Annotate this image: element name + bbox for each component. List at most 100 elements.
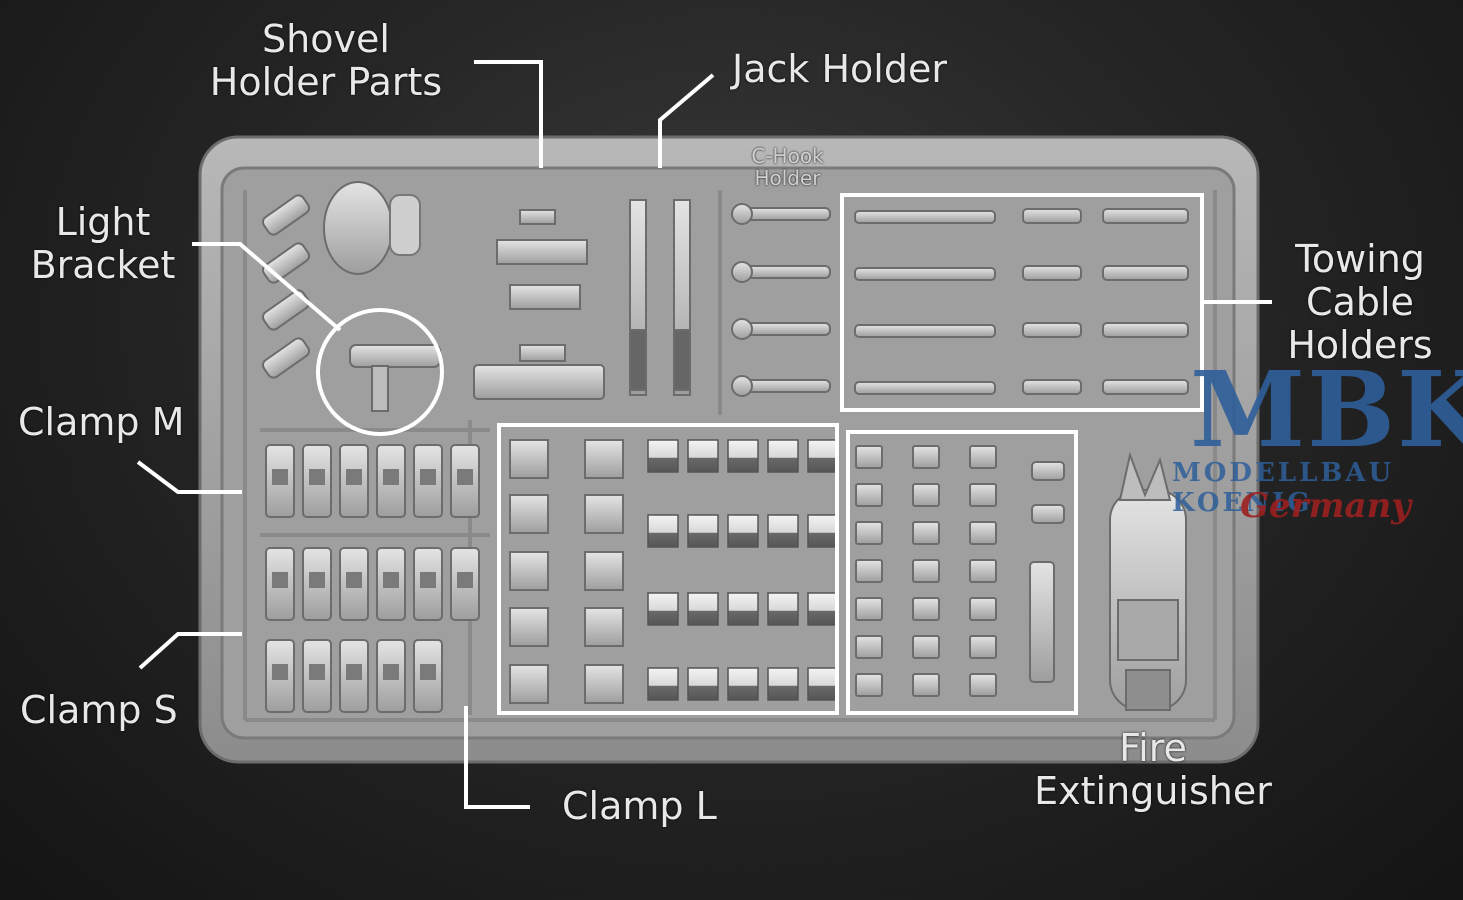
clamp-l-square bbox=[509, 494, 549, 534]
clamp-l-cube bbox=[767, 514, 799, 548]
clamp-m-slot bbox=[420, 469, 436, 485]
towing-cable-holder-short bbox=[1102, 322, 1189, 338]
small-holder-part bbox=[969, 521, 997, 545]
clamp-m-slot bbox=[420, 572, 436, 588]
towing-cable-holder-short bbox=[1102, 208, 1189, 224]
clamp-l-square bbox=[509, 607, 549, 647]
small-holder-part bbox=[969, 635, 997, 659]
small-holder-part bbox=[855, 559, 883, 583]
light-bracket-bar bbox=[261, 194, 311, 236]
small-holder-part bbox=[969, 597, 997, 621]
c-hook-holder-end bbox=[731, 203, 753, 225]
light-bracket-bar bbox=[261, 289, 311, 331]
label-jack-holder: Jack Holder bbox=[732, 47, 947, 91]
towing-cable-holder-mid bbox=[1022, 379, 1082, 395]
clamp-m-slot bbox=[346, 469, 362, 485]
towing-cable-holder-mid bbox=[1022, 265, 1082, 281]
clamp-l-cube bbox=[767, 592, 799, 626]
small-holder-part bbox=[912, 635, 940, 659]
label-clamp-m: Clamp M bbox=[18, 400, 185, 444]
light-bracket-parts bbox=[323, 181, 441, 412]
clamp-l-cube bbox=[727, 514, 759, 548]
clamp-m-slot bbox=[272, 572, 288, 588]
towing-cable-holder-long bbox=[854, 267, 996, 281]
leader-lines bbox=[136, 60, 1272, 809]
clamp-m-slot bbox=[457, 469, 473, 485]
watermark-subtitle: MODELLBAU KOENIG bbox=[1172, 458, 1395, 518]
clamp-l-box bbox=[497, 423, 839, 715]
small-holder-part bbox=[855, 483, 883, 507]
clamp-l-square bbox=[584, 607, 624, 647]
towing-cable-holder-long bbox=[854, 381, 996, 395]
clamp-m-leader bbox=[136, 460, 242, 494]
small-holder-part bbox=[969, 673, 997, 697]
clamp-l-square bbox=[509, 551, 549, 591]
shovel-leader bbox=[474, 60, 543, 168]
c-hook-holder-end bbox=[731, 318, 753, 340]
light-bracket-circle bbox=[316, 308, 444, 436]
label-light-bracket: Light Bracket bbox=[30, 200, 176, 287]
light-bracket-bar bbox=[261, 337, 311, 379]
clamp-l-cube bbox=[647, 667, 679, 701]
clamp-l-cube bbox=[807, 514, 839, 548]
label-clamp-s: Clamp S bbox=[20, 688, 178, 732]
watermark-logo: MBK bbox=[1190, 348, 1463, 471]
clamp-s-leader bbox=[138, 632, 242, 670]
label-fire-extinguisher: Fire Extinguisher bbox=[1034, 726, 1272, 813]
clamp-s-slot bbox=[420, 664, 436, 680]
clamp-l-square bbox=[584, 551, 624, 591]
clamp-l-cube bbox=[647, 592, 679, 626]
clamp-l-cube bbox=[687, 667, 719, 701]
clamp-l-square bbox=[584, 439, 624, 479]
small-holder-part bbox=[912, 673, 940, 697]
small-parts-box bbox=[846, 430, 1078, 715]
shovel-holder-parts bbox=[473, 209, 605, 400]
clamp-l-cube bbox=[807, 439, 839, 473]
towing-cable-holder-long bbox=[854, 324, 996, 338]
clamp-m-slot bbox=[457, 572, 473, 588]
clamp-m-slot bbox=[383, 572, 399, 588]
clamp-l-cube bbox=[687, 514, 719, 548]
watermark-script: Germany bbox=[1240, 486, 1412, 526]
light-bracket-leader bbox=[192, 242, 342, 332]
clamp-l-square bbox=[509, 664, 549, 704]
small-holder-part bbox=[1031, 461, 1065, 481]
clamp-m-slot bbox=[272, 469, 288, 485]
clamp-l-leader bbox=[464, 706, 530, 809]
fire-extinguisher-part bbox=[1109, 451, 1187, 711]
small-holder-part bbox=[912, 521, 940, 545]
label-shovel-holder: Shovel Holder Parts bbox=[209, 17, 443, 104]
clamp-l-cube bbox=[727, 667, 759, 701]
small-holder-part bbox=[855, 445, 883, 469]
clamp-m-slot bbox=[346, 572, 362, 588]
clamp-l-square bbox=[584, 664, 624, 704]
small-holder-part bbox=[969, 483, 997, 507]
clamp-m-slot bbox=[309, 572, 325, 588]
towing-cable-holder-short bbox=[1102, 379, 1189, 395]
clamp-l-cube bbox=[687, 592, 719, 626]
clamp-l-cube bbox=[767, 667, 799, 701]
towing-cable-holder-long bbox=[854, 210, 996, 224]
clamp-l-cube bbox=[647, 439, 679, 473]
clamp-s-slot bbox=[309, 664, 325, 680]
jack-leader bbox=[658, 73, 715, 168]
label-clamp-l: Clamp L bbox=[562, 784, 717, 828]
clamp-l-square bbox=[509, 439, 549, 479]
clamp-l-square bbox=[584, 494, 624, 534]
clamp-s-slot bbox=[346, 664, 362, 680]
clamp-l-cube bbox=[727, 592, 759, 626]
clamp-m-slot bbox=[383, 469, 399, 485]
small-holder-part bbox=[1031, 504, 1065, 524]
clamp-l-cube bbox=[807, 667, 839, 701]
c-hook-holder-end bbox=[731, 375, 753, 397]
small-holder-part bbox=[855, 635, 883, 659]
small-holder-part bbox=[969, 559, 997, 583]
small-holder-part bbox=[912, 445, 940, 469]
clamp-l-cube bbox=[727, 439, 759, 473]
clamp-s-slot bbox=[272, 664, 288, 680]
small-holder-part bbox=[855, 673, 883, 697]
label-towing-cable: Towing Cable Holders bbox=[1287, 237, 1433, 367]
small-holder-part bbox=[912, 559, 940, 583]
